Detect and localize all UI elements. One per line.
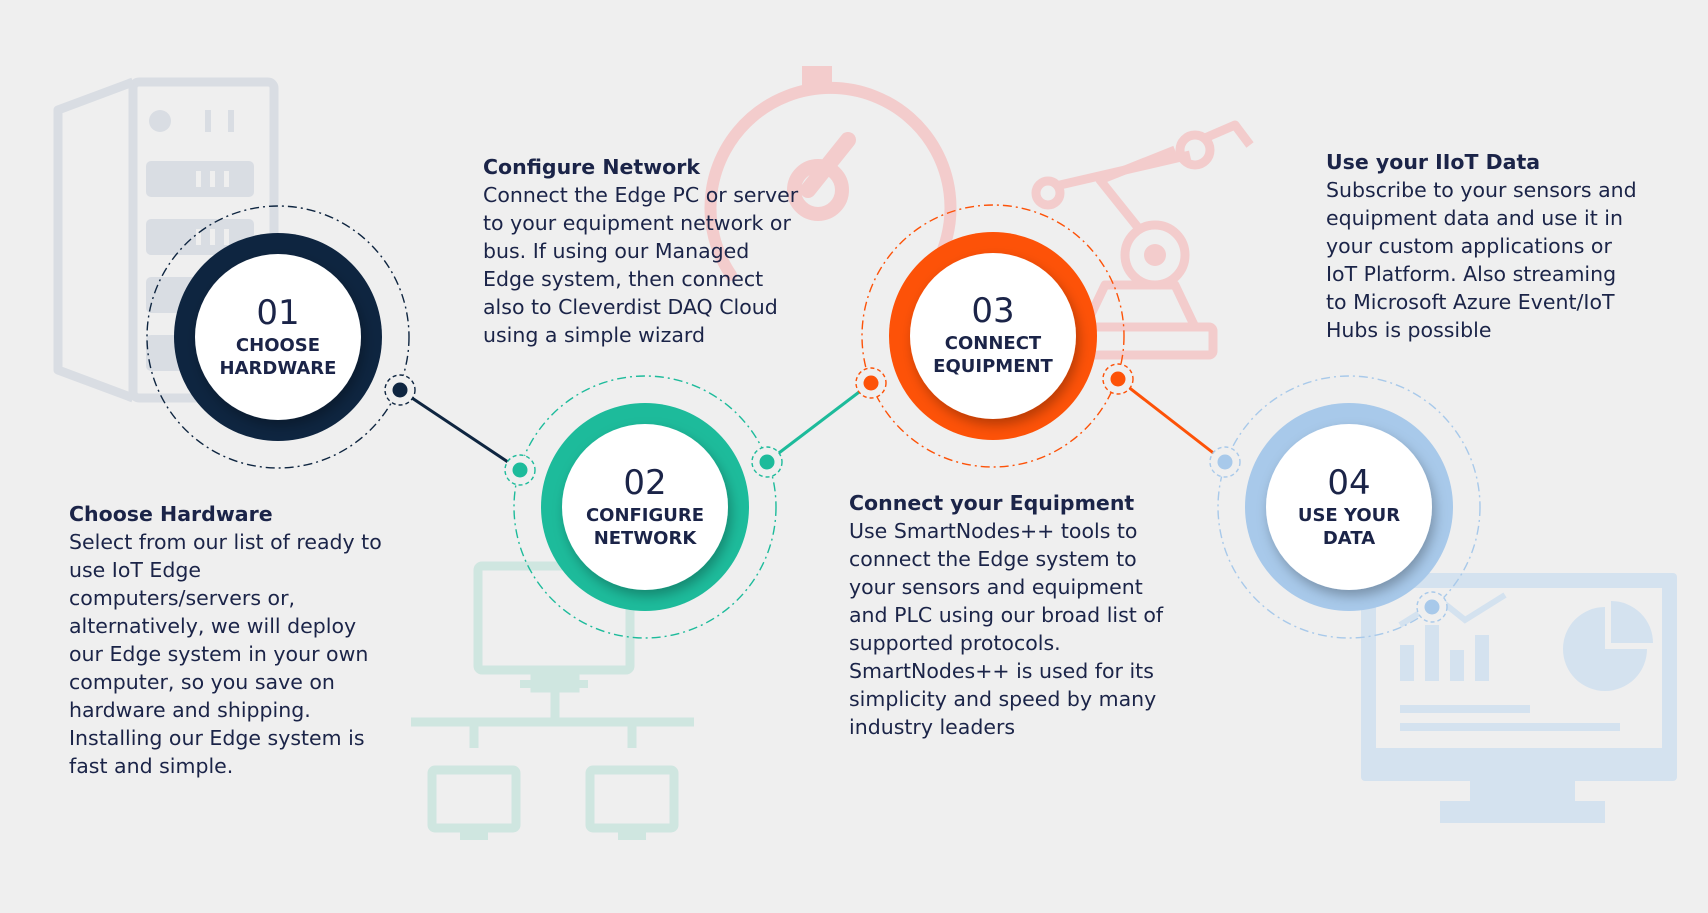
step-04-label-line1: USE YOUR xyxy=(1298,505,1400,526)
step-02-node: 02 CONFIGURE NETWORK xyxy=(504,375,783,639)
step-04-heading: Use your IIoT Data xyxy=(1326,150,1541,174)
step-01-body: Select from our list of ready to use IoT… xyxy=(69,530,382,778)
step-02-body: Connect the Edge PC or server to your eq… xyxy=(483,183,799,347)
step-02-label-line1: CONFIGURE xyxy=(586,505,704,526)
connector-3-4 xyxy=(1117,377,1226,464)
step-04-left-dot xyxy=(1209,446,1241,478)
step-01-label-line2: HARDWARE xyxy=(220,358,337,379)
step-03-left-dot xyxy=(855,367,887,399)
step-01-description: Choose Hardware Select from our list of … xyxy=(69,500,399,780)
step-03-description: Connect your Equipment Use SmartNodes++ … xyxy=(849,489,1179,741)
step-04-description: Use your IIoT Data Subscribe to your sen… xyxy=(1326,148,1666,344)
step-01-heading: Choose Hardware xyxy=(69,502,273,526)
step-01-number: 01 xyxy=(256,293,299,333)
step-01-connector-dot xyxy=(384,374,416,406)
step-04-body: Subscribe to your sensors and equipment … xyxy=(1326,178,1637,342)
step-03-body: Use SmartNodes++ tools to connect the Ed… xyxy=(849,519,1164,739)
step-03-right-dot xyxy=(1102,363,1134,395)
step-04-bottom-dot xyxy=(1416,591,1448,623)
step-02-right-dot xyxy=(751,446,783,478)
step-02-number: 02 xyxy=(623,463,666,503)
step-01-label-line1: CHOOSE xyxy=(236,335,320,356)
step-02-left-dot xyxy=(504,454,536,486)
network-computers-icon xyxy=(411,561,694,840)
analytics-monitor-icon xyxy=(1361,573,1677,823)
step-04-node: 04 USE YOUR DATA xyxy=(1209,375,1481,639)
step-04-number: 04 xyxy=(1327,463,1370,503)
robot-arm-icon xyxy=(1031,120,1254,360)
step-03-node: 03 CONNECT EQUIPMENT xyxy=(855,204,1134,468)
connector-1-2 xyxy=(399,388,521,472)
step-02-label-line2: NETWORK xyxy=(594,528,698,549)
step-02-heading: Configure Network xyxy=(483,155,700,179)
step-04-label-line2: DATA xyxy=(1323,528,1375,549)
step-03-heading: Connect your Equipment xyxy=(849,491,1135,515)
step-03-label-line2: EQUIPMENT xyxy=(933,356,1053,377)
connector-2-3 xyxy=(766,381,872,464)
step-03-label-line1: CONNECT xyxy=(945,333,1042,354)
gauge-icon xyxy=(704,66,957,281)
step-03-number: 03 xyxy=(971,291,1014,331)
step-02-description: Configure Network Connect the Edge PC or… xyxy=(483,153,823,349)
step-01-node: 01 CHOOSE HARDWARE xyxy=(146,205,416,469)
